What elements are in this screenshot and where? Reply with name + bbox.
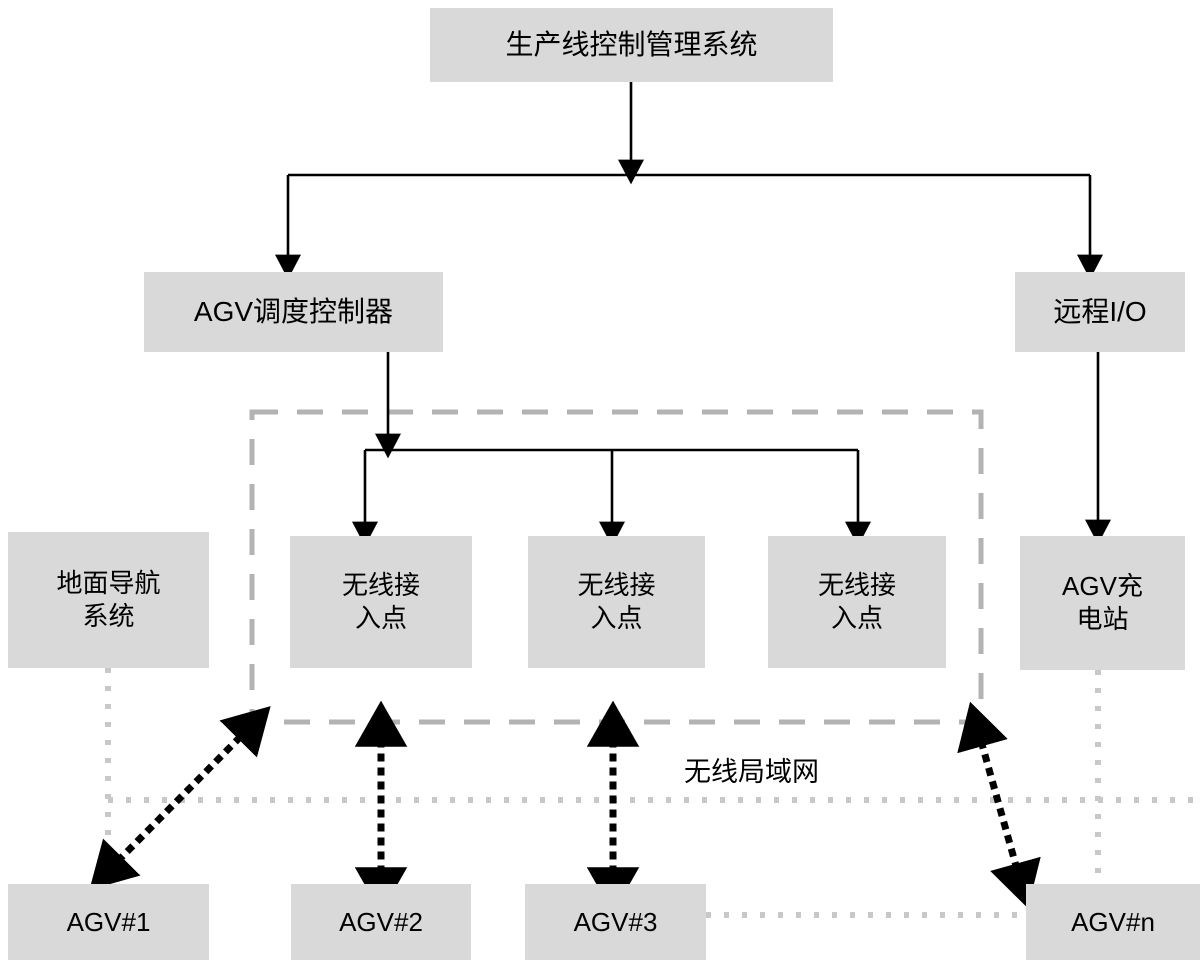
node-agv-2[interactable]: AGV#2	[291, 884, 471, 960]
node-agv-3[interactable]: AGV#3	[525, 884, 706, 960]
node-agv-charging-station[interactable]: AGV充 电站	[1020, 536, 1185, 670]
node-wireless-access-point-1[interactable]: 无线接 入点	[290, 536, 472, 668]
wireless-link-agv-n	[957, 701, 1041, 909]
node-wireless-access-point-3[interactable]: 无线接 入点	[768, 536, 946, 668]
node-remote-io[interactable]: 远程I/O	[1015, 272, 1185, 352]
node-agv-1[interactable]: AGV#1	[8, 884, 209, 960]
node-ground-navigation-system[interactable]: 地面导航 系统	[8, 532, 209, 668]
wireless-lan-zone-label: 无线局域网	[684, 757, 819, 787]
wireless-link-agv-1	[89, 706, 271, 890]
node-production-line-control-management-system[interactable]: 生产线控制管理系统	[430, 8, 833, 82]
node-agv-n[interactable]: AGV#n	[1026, 884, 1200, 960]
node-agv-dispatch-controller[interactable]: AGV调度控制器	[144, 272, 443, 352]
node-wireless-access-point-2[interactable]: 无线接 入点	[528, 536, 705, 668]
